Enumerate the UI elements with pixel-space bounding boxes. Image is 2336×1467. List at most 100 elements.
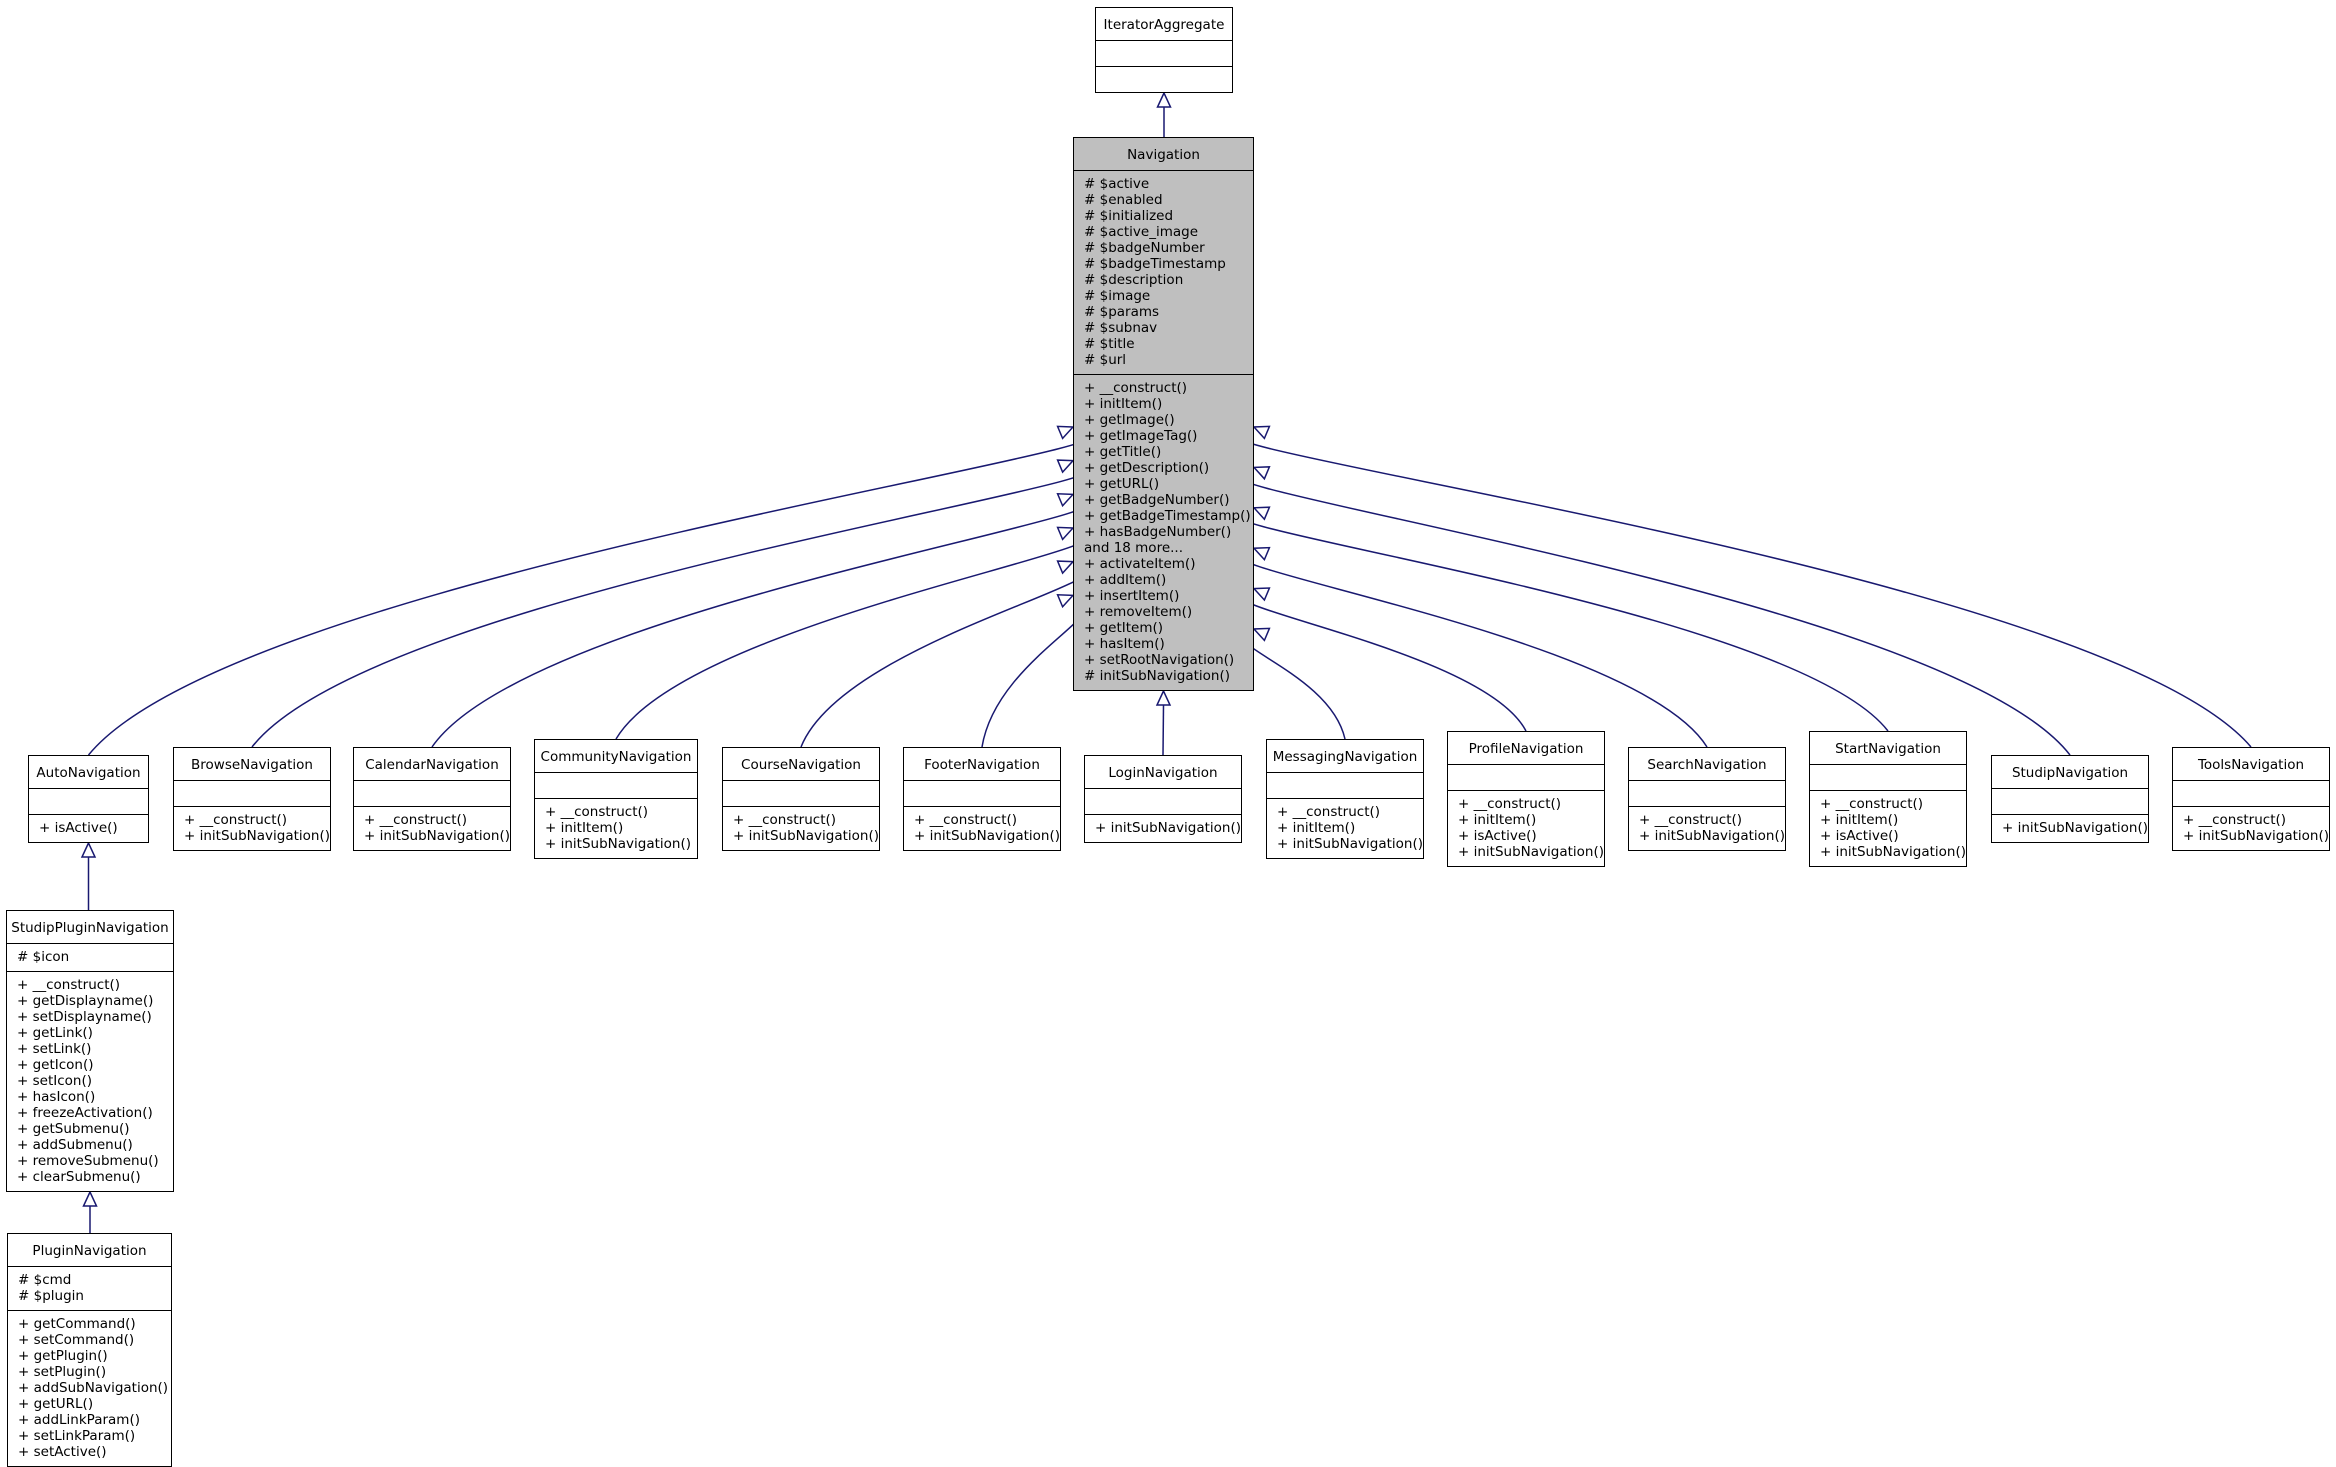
tools-navigation-class-box[interactable]: ToolsNavigation+ __construct()+ initSubN…	[2172, 747, 2330, 851]
generalization-arrowhead	[1252, 466, 1271, 481]
attribute-active-image: # $active_image	[1084, 224, 1199, 240]
class-name: Navigation	[1127, 147, 1200, 163]
method-initsubnavigation: + initSubNavigation()	[2183, 828, 2329, 844]
method-initsubnavigation: + initSubNavigation()	[545, 836, 691, 852]
community-navigation-class-box[interactable]: CommunityNavigation+ __construct()+ init…	[534, 739, 698, 859]
calendar-navigation-inherits-navigation-edge	[431, 498, 1092, 748]
studip-navigation-inherits-navigation-edge	[1234, 471, 2071, 756]
course-navigation-class-box[interactable]: CourseNavigation+ __construct()+ initSub…	[722, 747, 880, 851]
method-isactive: + isActive()	[1458, 828, 1537, 844]
method-inititem: + initItem()	[1820, 812, 1899, 828]
attributes-section	[174, 780, 330, 806]
attributes-section	[904, 780, 1060, 806]
profile-navigation-inherits-navigation-edge	[1239, 592, 1527, 732]
method-getsubmenu: + getSubmenu()	[17, 1121, 130, 1137]
attribute-cmd: # $cmd	[18, 1272, 72, 1288]
generalization-arrowhead	[1056, 459, 1075, 474]
attributes-section	[1267, 772, 1423, 798]
attributes-section	[29, 788, 148, 814]
generalization-arrowhead	[1056, 593, 1075, 609]
method-getimagetag: + getImageTag()	[1084, 428, 1198, 444]
course-navigation-inherits-navigation-edge	[800, 565, 1090, 748]
method-initsubnavigation: + initSubNavigation()	[914, 828, 1060, 844]
method-construct: + __construct()	[184, 812, 288, 828]
methods-section: + __construct()+ initSubNavigation()	[354, 806, 510, 850]
attributes-section: # $icon	[7, 943, 173, 971]
generalization-arrowhead	[1252, 425, 1271, 440]
method-seticon: + setIcon()	[17, 1073, 92, 1089]
attributes-section	[723, 780, 879, 806]
method-insertitem: + insertItem()	[1084, 588, 1180, 604]
messaging-navigation-class-box[interactable]: MessagingNavigation+ __construct()+ init…	[1266, 739, 1424, 859]
plugin-navigation-class-box[interactable]: PluginNavigation # $cmd# $plugin + getComm…	[7, 1233, 172, 1467]
attributes-section	[1629, 780, 1785, 806]
profile-navigation-class-box[interactable]: ProfileNavigation+ __construct()+ initIt…	[1447, 731, 1605, 867]
method-initsubnavigation: + initSubNavigation()	[1639, 828, 1785, 844]
class-name: PluginNavigation	[32, 1243, 147, 1259]
generalization-arrowhead	[1252, 506, 1271, 521]
class-name: FooterNavigation	[924, 757, 1040, 773]
generalization-arrowhead	[1056, 425, 1075, 440]
method-addsubmenu: + addSubmenu()	[17, 1137, 133, 1153]
attributes-section	[1448, 764, 1604, 790]
attributes-section	[535, 772, 697, 798]
start-navigation-class-box[interactable]: StartNavigation+ __construct()+ initItem…	[1809, 731, 1967, 867]
methods-section: + getCommand()+ setCommand()+ getPlugin(…	[8, 1310, 171, 1466]
method-geticon: + getIcon()	[17, 1057, 94, 1073]
class-name: IteratorAggregate	[1103, 17, 1225, 33]
browse-navigation-class-box[interactable]: BrowseNavigation+ __construct()+ initSub…	[173, 747, 331, 851]
search-navigation-class-box[interactable]: SearchNavigation + __construct()+ initSub…	[1628, 747, 1786, 851]
method-setrootnavigation: + setRootNavigation()	[1084, 652, 1235, 668]
method-removesubmenu: + removeSubmenu()	[17, 1153, 159, 1169]
attribute-badgenumber: # $badgeNumber	[1084, 240, 1205, 256]
navigation-class-box[interactable]: Navigation # $active# $enabled# $initiali…	[1073, 137, 1254, 691]
method-initsubnavigation: # initSubNavigation()	[1084, 668, 1230, 684]
method-setcommand: + setCommand()	[18, 1332, 135, 1348]
method-construct: + __construct()	[1458, 796, 1562, 812]
method-setlink: + setLink()	[17, 1041, 92, 1057]
attribute-params: # $params	[1084, 304, 1160, 320]
method-construct: + __construct()	[733, 812, 837, 828]
method-addlinkparam: + addLinkParam()	[18, 1412, 140, 1428]
generalization-arrowhead	[80, 841, 97, 858]
studip-plugin-navigation-class-box[interactable]: StudipPluginNavigation # $icon + __constru…	[6, 910, 174, 1192]
method-getdescription: + getDescription()	[1084, 460, 1210, 476]
attribute-initialized: # $initialized	[1084, 208, 1174, 224]
methods-section: + __construct()+ initSubNavigation()	[904, 806, 1060, 850]
attribute-plugin: # $plugin	[18, 1288, 84, 1304]
auto-navigation-class-box[interactable]: AutoNavigation+ isActive()	[28, 755, 149, 843]
method-construct: + __construct()	[545, 804, 649, 820]
attributes-section	[1810, 764, 1966, 790]
method-getitem: + getItem()	[1084, 620, 1164, 636]
methods-section: + initSubNavigation()	[1085, 814, 1241, 842]
method-inititem: + initItem()	[545, 820, 624, 836]
method-getbadgenumber: + getBadgeNumber()	[1084, 492, 1230, 508]
attribute-enabled: # $enabled	[1084, 192, 1163, 208]
method-construct: + __construct()	[17, 977, 121, 993]
method-geturl: + getURL()	[1084, 476, 1160, 492]
method-getimage: + getImage()	[1084, 412, 1175, 428]
class-name: AutoNavigation	[36, 765, 141, 781]
iterator-aggregate-class-box[interactable]: IteratorAggregate	[1095, 7, 1233, 93]
method-addsubnavigation: + addSubNavigation()	[18, 1380, 169, 1396]
footer-navigation-class-box[interactable]: FooterNavigation + __construct()+ initSub…	[903, 747, 1061, 851]
calendar-navigation-class-box[interactable]: CalendarNavigation+ __construct()+ initS…	[353, 747, 511, 851]
method-isactive: + isActive()	[1820, 828, 1899, 844]
login-navigation-class-box[interactable]: LoginNavigation+ initSubNavigation()	[1084, 755, 1242, 843]
generalization-arrowhead	[1056, 526, 1075, 541]
class-name: SearchNavigation	[1647, 757, 1767, 773]
attribute-badgetimestamp: # $badgeTimestamp	[1084, 256, 1226, 272]
method-getdisplayname: + getDisplayname()	[17, 993, 154, 1009]
generalization-arrowhead	[1156, 91, 1172, 108]
method-setplugin: + setPlugin()	[18, 1364, 107, 1380]
class-name: StudipPluginNavigation	[11, 920, 169, 936]
methods-section: + __construct()+ initItem()+ isActive()+…	[1810, 790, 1966, 866]
method-setlinkparam: + setLinkParam()	[18, 1428, 136, 1444]
generalization-arrowhead	[82, 1190, 98, 1207]
generalization-arrowhead	[1056, 560, 1075, 575]
studip-navigation-class-box[interactable]: StudipNavigation+ initSubNavigation()	[1991, 755, 2149, 843]
attributes-section: # $active# $enabled# $initialized# $acti…	[1074, 170, 1253, 374]
methods-section: + __construct()+ initSubNavigation()	[2173, 806, 2329, 850]
methods-section: + __construct()+ initSubNavigation()	[1629, 806, 1785, 850]
